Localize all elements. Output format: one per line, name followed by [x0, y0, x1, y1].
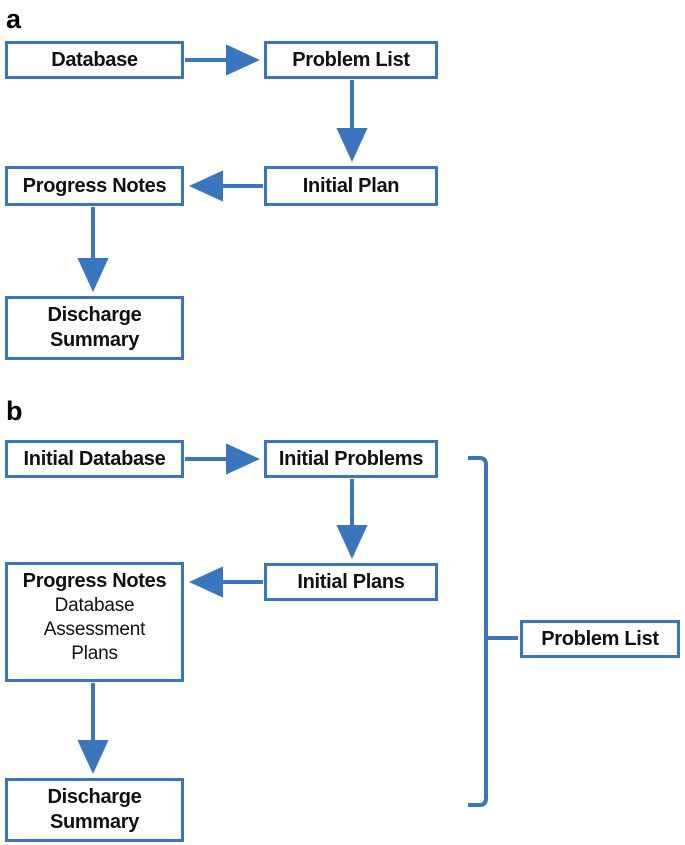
node-discharge-summary-a[interactable]: Discharge Summary — [5, 296, 184, 360]
node-discharge-summary-b-line2: Summary — [49, 811, 140, 833]
node-initial-problems-title: Initial Problems — [278, 447, 424, 470]
node-problem-list-a-title: Problem List — [292, 48, 410, 71]
node-initial-problems[interactable]: Initial Problems — [264, 440, 438, 478]
node-problem-list-a[interactable]: Problem List — [264, 41, 438, 79]
node-initial-plan[interactable]: Initial Plan — [264, 166, 438, 206]
node-progress-notes-a[interactable]: Progress Notes — [5, 166, 184, 206]
node-progress-notes-b-sub-assessment: Assessment — [43, 619, 146, 640]
panel-label-b: b — [6, 396, 23, 426]
node-database-title: Database — [51, 48, 138, 71]
node-progress-notes-b[interactable]: Progress Notes Database Assessment Plans — [5, 562, 184, 682]
panel-label-a: a — [6, 4, 21, 34]
node-initial-database[interactable]: Initial Database — [5, 440, 184, 478]
node-progress-notes-b-sub-plans: Plans — [71, 643, 118, 664]
node-initial-database-title: Initial Database — [23, 447, 166, 470]
node-initial-plans[interactable]: Initial Plans — [264, 563, 438, 601]
node-discharge-summary-a-line2: Summary — [49, 329, 140, 351]
node-discharge-summary-b-line1: Discharge — [47, 786, 142, 808]
node-progress-notes-b-sub-database: Database — [54, 595, 135, 616]
node-progress-notes-a-title: Progress Notes — [22, 174, 167, 197]
node-problem-list-b-title: Problem List — [541, 627, 659, 650]
node-progress-notes-b-title: Progress Notes — [22, 570, 167, 592]
node-database[interactable]: Database — [5, 41, 184, 79]
node-discharge-summary-b[interactable]: Discharge Summary — [5, 778, 184, 842]
node-initial-plans-title: Initial Plans — [297, 570, 405, 593]
node-initial-plan-title: Initial Plan — [302, 174, 400, 197]
grouping-brace — [468, 456, 488, 807]
node-discharge-summary-a-line1: Discharge — [47, 304, 142, 326]
node-problem-list-b[interactable]: Problem List — [520, 620, 680, 658]
